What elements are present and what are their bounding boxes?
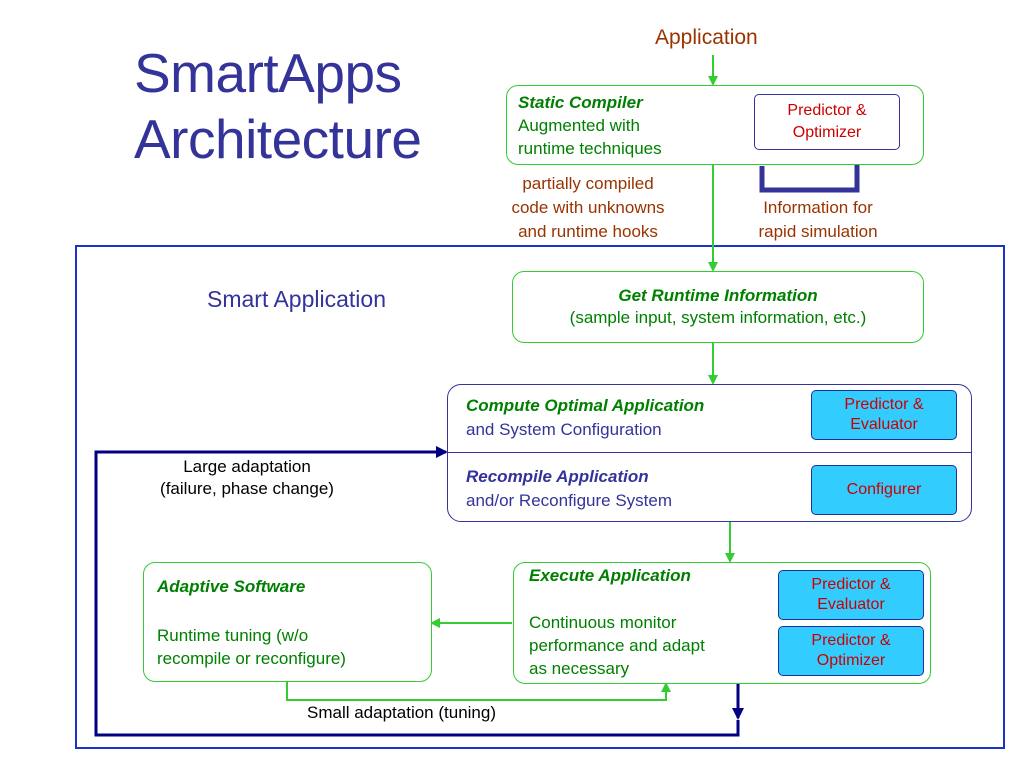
smart-application-frame: [75, 245, 1005, 749]
compute-optimal-title: Compute Optimal Application: [466, 396, 705, 415]
predictor-optimizer-box: Predictor & Optimizer: [754, 94, 900, 150]
configurer-box: Configurer: [811, 465, 957, 515]
partial-code-line-1: partially compiled: [522, 174, 654, 193]
compute-recompile-box: Compute Optimal Application and System C…: [447, 384, 972, 522]
arrow-large-adaptation-loop: [94, 446, 740, 737]
predictor-evaluator-line-2: Evaluator: [850, 416, 918, 433]
execute-line-1: Continuous monitor: [529, 613, 677, 632]
static-compiler-box: Static Compiler Augmented with runtime t…: [506, 85, 924, 165]
large-adaptation-line-2: (failure, phase change): [160, 479, 334, 498]
execute-predictor-optimizer-line-2: Optimizer: [816, 652, 886, 669]
execute-predictor-evaluator-line-2: Evaluator: [817, 596, 885, 613]
predictor-evaluator-box: Predictor & Evaluator: [811, 390, 957, 440]
execute-predictor-evaluator-line-1: Predictor &: [811, 576, 891, 593]
execute-predictor-optimizer-line-1: Predictor &: [811, 632, 891, 649]
adaptive-software-line-2: recompile or reconfigure): [157, 649, 346, 668]
adaptive-software-line-1: Runtime tuning (w/o: [157, 626, 309, 645]
adaptive-software-title: Adaptive Software: [157, 577, 306, 596]
get-runtime-subtitle: (sample input, system information, etc.): [569, 308, 867, 327]
static-compiler-line-1: Augmented with: [518, 116, 640, 135]
smart-application-label: Smart Application: [207, 286, 386, 312]
get-runtime-title: Get Runtime Information: [618, 286, 818, 305]
title-line-1: SmartApps: [134, 42, 402, 104]
large-adaptation-label: Large adaptation (failure, phase change): [140, 456, 354, 500]
rapid-simulation-line-1: Information for: [763, 198, 873, 217]
execute-line-3: as necessary: [529, 659, 630, 678]
title-line-2: Architecture: [134, 108, 422, 170]
partial-code-label: partially compiled code with unknowns an…: [480, 172, 696, 244]
arrow-small-adaptation: [286, 682, 671, 701]
execute-application-box: Execute Application Continuous monitor p…: [513, 562, 931, 684]
page-title: SmartApps Architecture: [134, 40, 422, 172]
predictor-optimizer-line-1: Predictor &: [787, 102, 867, 119]
execute-predictor-evaluator-box: Predictor & Evaluator: [778, 570, 924, 620]
small-adaptation-label: Small adaptation (tuning): [307, 703, 497, 722]
recompile-subtitle: and/or Reconfigure System: [466, 491, 672, 510]
execute-predictor-optimizer-box: Predictor & Optimizer: [778, 626, 924, 676]
adaptive-software-box: Adaptive Software Runtime tuning (w/o re…: [143, 562, 432, 682]
rapid-simulation-label: Information for rapid simulation: [730, 196, 906, 244]
recompile-title: Recompile Application: [466, 467, 649, 486]
partial-code-line-2: code with unknowns: [511, 198, 665, 217]
large-adaptation-line-1: Large adaptation: [183, 457, 311, 476]
static-compiler-title: Static Compiler: [518, 93, 643, 112]
execute-title: Execute Application: [529, 566, 691, 585]
predictor-optimizer-line-2: Optimizer: [792, 124, 862, 141]
rapid-simulation-line-2: rapid simulation: [758, 222, 878, 241]
execute-line-2: performance and adapt: [529, 636, 705, 655]
arrow-rapid-simulation: [759, 150, 864, 193]
get-runtime-box: Get Runtime Information (sample input, s…: [512, 271, 924, 343]
static-compiler-line-2: runtime techniques: [518, 139, 662, 158]
application-label: Application: [655, 26, 758, 49]
partial-code-line-3: and runtime hooks: [518, 222, 658, 241]
compute-divider: [448, 452, 971, 453]
predictor-evaluator-line-1: Predictor &: [844, 396, 924, 413]
compute-optimal-subtitle: and System Configuration: [466, 420, 662, 439]
